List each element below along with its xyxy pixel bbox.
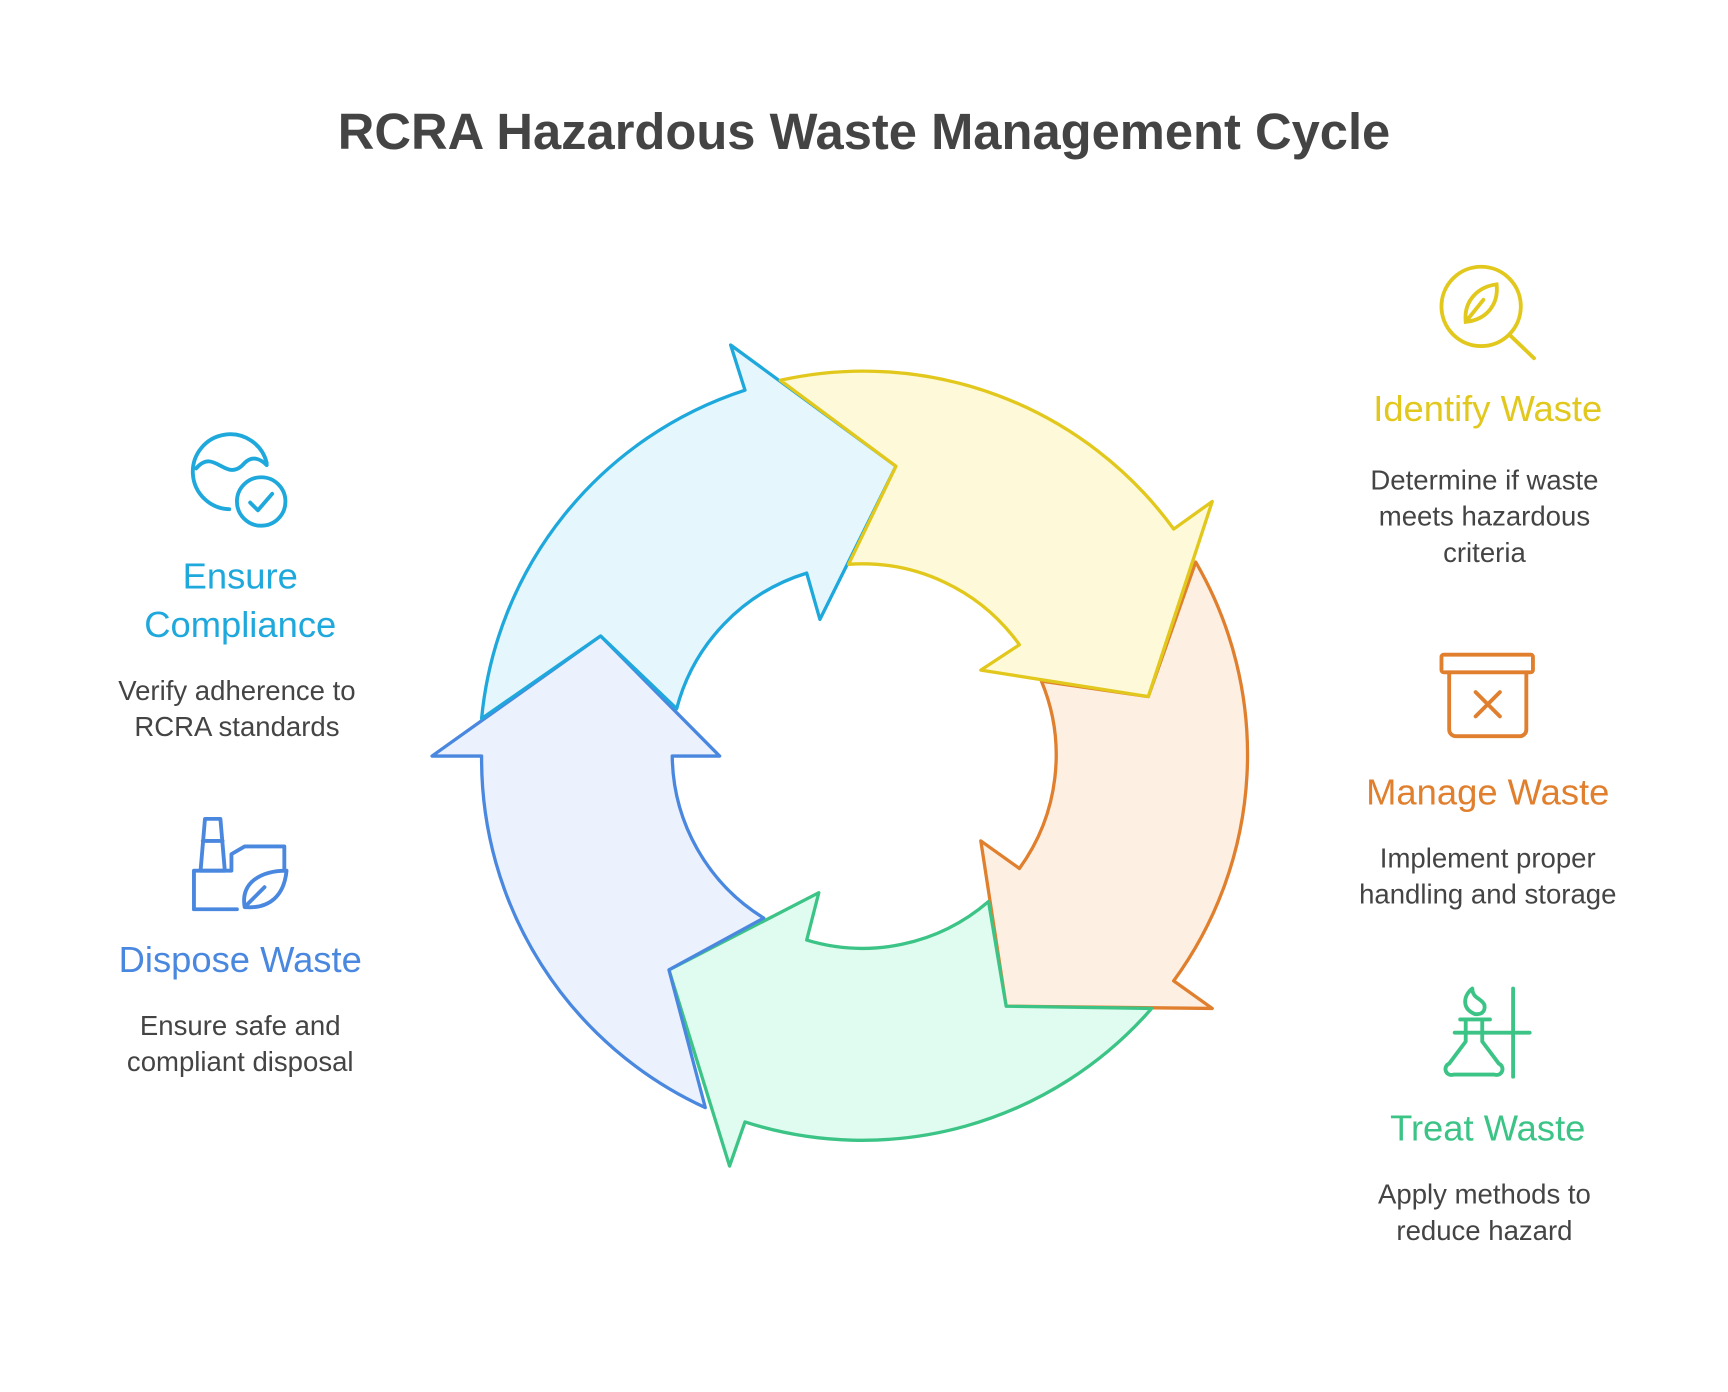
step-manage-desc-1: Implement proper — [1380, 842, 1596, 873]
step-compliance-title-1: Ensure — [183, 556, 298, 597]
step-identify-desc-2: meets hazardous — [1379, 501, 1590, 532]
step-treat-desc-1: Apply methods to — [1378, 1178, 1591, 1209]
step-identify-desc-1: Determine if waste — [1370, 464, 1598, 495]
segment-treat — [667, 891, 1154, 1168]
segment-manage — [979, 560, 1250, 1011]
step-identify-desc-3: criteria — [1443, 537, 1526, 568]
diagram-title: RCRA Hazardous Waste Management Cycle — [338, 103, 1390, 160]
step-compliance-desc-1: Verify adherence to — [118, 675, 355, 706]
leaf-magnifier-icon — [1439, 264, 1536, 361]
step-manage-desc-2: handling and storage — [1359, 879, 1616, 910]
segment-identify — [778, 369, 1214, 699]
storage-box-icon — [1439, 652, 1535, 739]
step-manage-title: Manage Waste — [1366, 772, 1609, 813]
step-dispose-desc-1: Ensure safe and — [140, 1010, 341, 1041]
segment-dispose — [430, 634, 766, 1110]
segment-compliance — [479, 343, 898, 721]
globe-check-icon — [190, 432, 288, 528]
step-dispose-desc-2: compliant disposal — [127, 1046, 354, 1077]
flask-burner-icon — [1443, 986, 1532, 1079]
step-treat-desc-2: reduce hazard — [1396, 1215, 1572, 1246]
step-identify-title: Identify Waste — [1373, 388, 1602, 429]
step-compliance-title-2: Compliance — [144, 604, 336, 645]
step-treat-title: Treat Waste — [1390, 1108, 1585, 1149]
step-dispose-title: Dispose Waste — [119, 939, 362, 980]
factory-leaf-icon — [192, 816, 289, 912]
step-compliance-desc-2: RCRA standards — [134, 711, 339, 742]
